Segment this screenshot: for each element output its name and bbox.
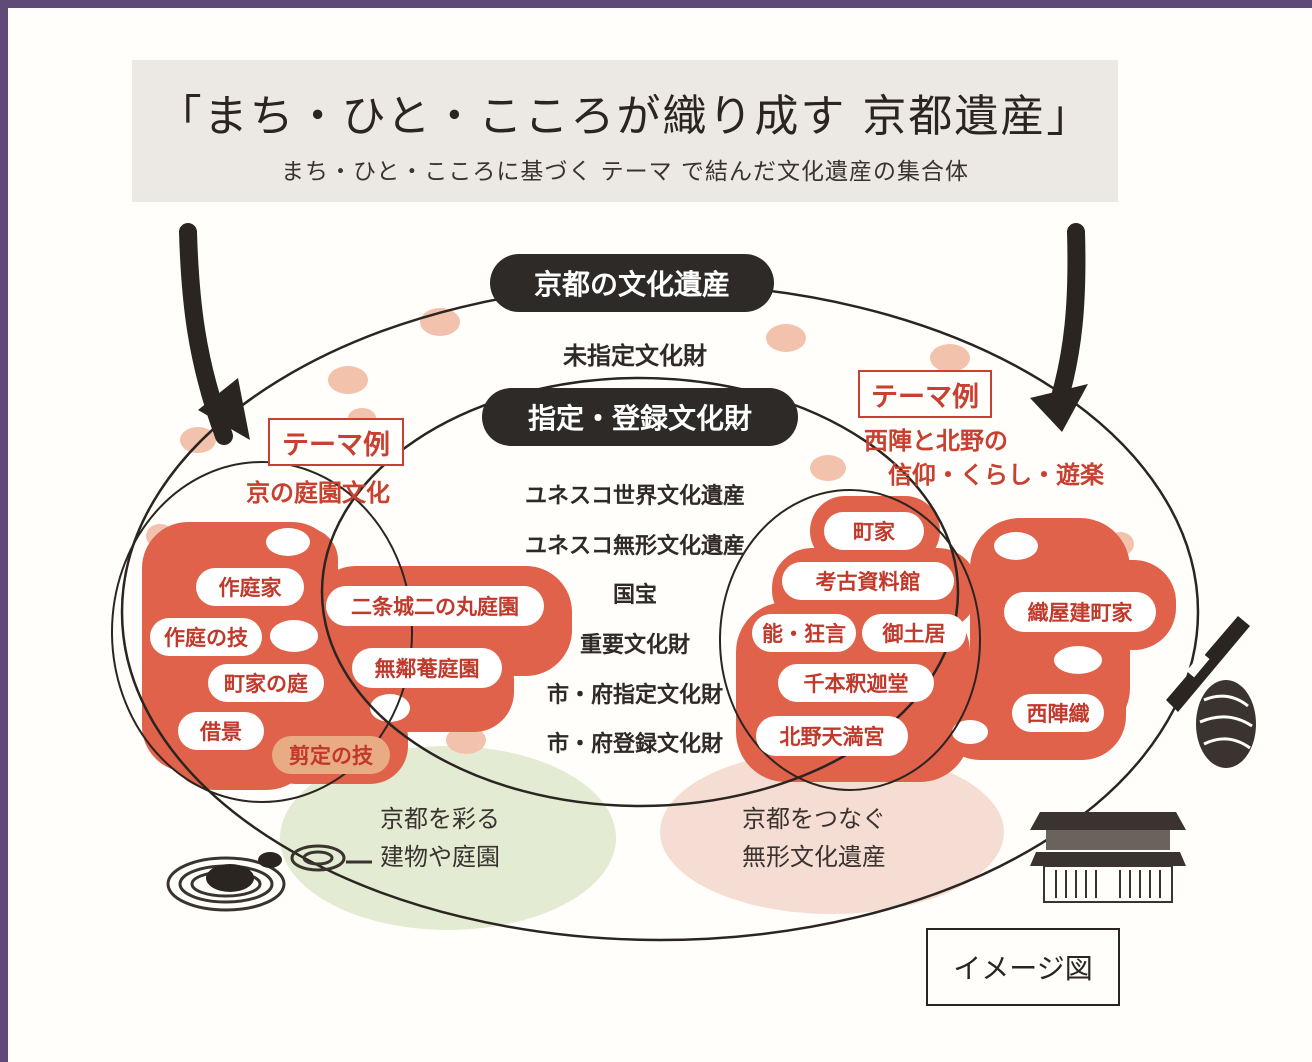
right-theme-badge: テーマ例	[858, 370, 992, 418]
inner-circle	[320, 376, 960, 808]
designated-item: 重要文化財	[579, 633, 690, 658]
right-theme-item: 能・狂言	[752, 614, 856, 652]
outer-circle-label: 京都の文化遺産	[490, 254, 774, 312]
left-theme-item: 二条城二の丸庭園	[326, 586, 544, 626]
right-theme-name-line1: 西陣と北野の	[864, 427, 1008, 455]
right-theme-item: 織屋建町家	[1004, 592, 1156, 632]
right-arrow-shaft	[1047, 223, 1086, 419]
left-arrow-head	[198, 378, 250, 440]
title-band: 「まち・ひと・こころが織り成す 京都遺産」 まち・ひと・こころに基づく テーマ …	[132, 60, 1118, 202]
right-theme-item: 北野天満宮	[756, 716, 908, 756]
designated-item: ユネスコ世界文化遺産	[524, 484, 745, 509]
right-theme-item: 西陣織	[1012, 694, 1104, 732]
left-theme-item: 作庭家	[196, 568, 304, 606]
garden-stone	[206, 864, 254, 892]
left-theme-item: 町家の庭	[208, 664, 324, 702]
image-diagram-label: イメージ図	[926, 928, 1120, 1006]
left-theme-item: 無鄰菴庭園	[352, 648, 502, 688]
right-blob-caption-line1: 京都をつなぐ	[742, 805, 886, 833]
right-theme-item: 御土居	[862, 614, 966, 652]
designated-item: 市・府登録文化財	[546, 732, 723, 757]
inner-circle-label: 指定・登録文化財	[482, 388, 798, 446]
main-title: 「まち・ひと・こころが織り成す 京都遺産」	[157, 91, 1093, 142]
garden-stone-small	[258, 852, 282, 868]
right-theme-item: 考古資料館	[782, 562, 954, 600]
garden-stone-illustration	[166, 844, 372, 912]
pink-blob	[660, 750, 1004, 914]
left-blob-caption-line1: 京都を彩る	[380, 805, 500, 833]
left-theme-item: 剪定の技	[272, 736, 390, 774]
left-theme-circle	[111, 461, 413, 803]
right-blob-caption-line2: 無形文化遺産	[742, 843, 886, 871]
machiya-house-illustration	[1030, 812, 1186, 903]
right-theme-name-line2: 信仰・くらし・遊楽	[888, 461, 1104, 489]
left-theme-badge: テーマ例	[268, 418, 404, 466]
left-theme-item: 作庭の技	[150, 618, 262, 656]
right-cluster-highlights	[952, 532, 1102, 744]
right-theme-circle	[719, 489, 981, 791]
left-blob-caption-line2: 建物や庭園	[380, 843, 500, 871]
right-theme-item: 町家	[824, 512, 924, 550]
unlisted-cultural-property-label: 未指定文化財	[563, 342, 707, 370]
weaving-shuttle-illustration	[1166, 616, 1256, 768]
right-theme-item: 千本釈迦堂	[778, 664, 934, 702]
designated-item: ユネスコ無形文化遺産	[524, 534, 745, 559]
left-theme-name: 京の庭園文化	[246, 479, 390, 507]
designated-item: 国宝	[612, 583, 657, 608]
right-arrow-head	[1030, 384, 1088, 432]
left-theme-item: 借景	[178, 712, 264, 750]
subtitle: まち・ひと・こころに基づく テーマ で結んだ文化遺産の集合体	[281, 159, 969, 185]
designated-item: 市・府指定文化財	[546, 683, 723, 708]
